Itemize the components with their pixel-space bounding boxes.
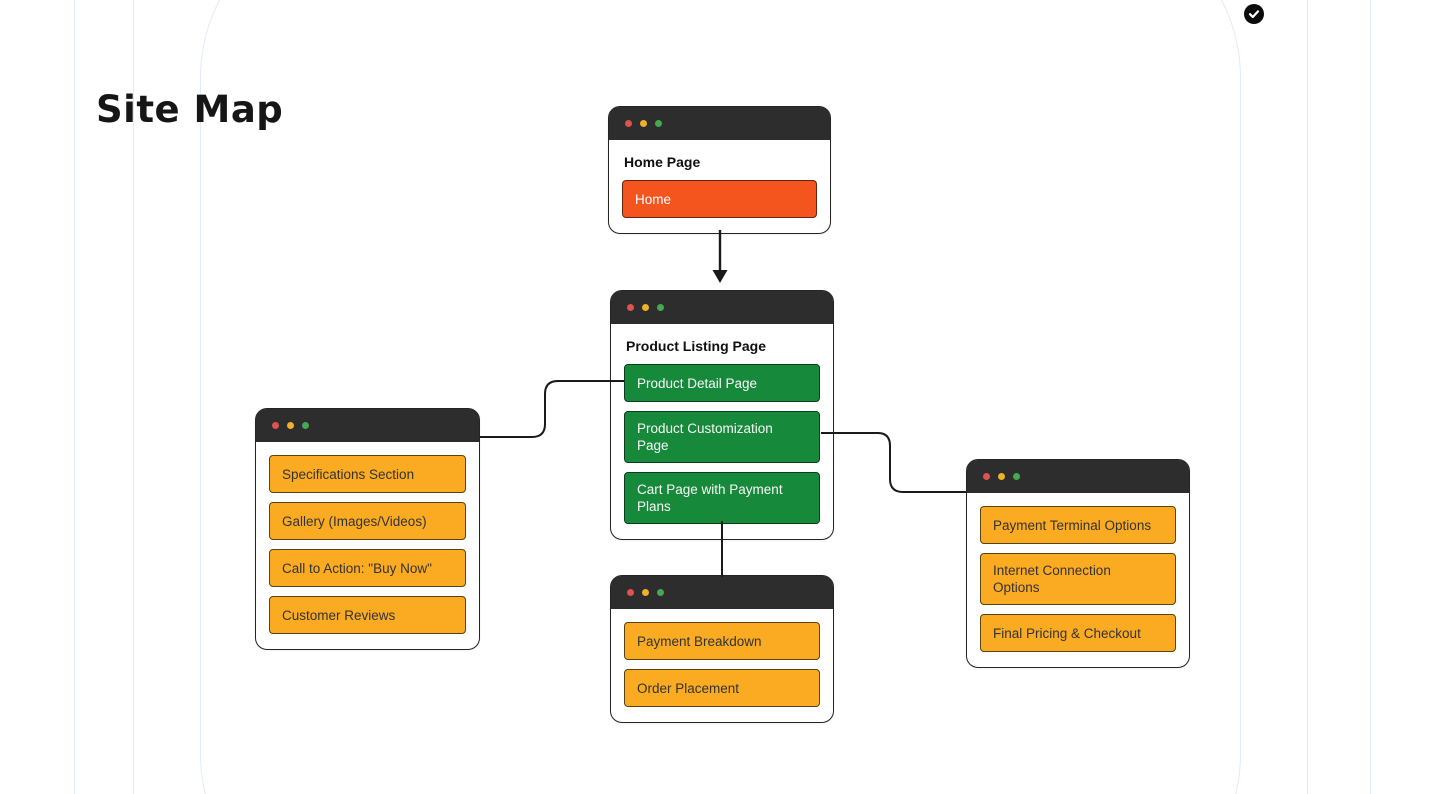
node-order-placement[interactable]: Order Placement: [624, 669, 820, 707]
green-dot-icon: [1013, 473, 1020, 480]
browser-chrome-bar: [611, 291, 833, 324]
green-dot-icon: [657, 589, 664, 596]
node-specifications-section[interactable]: Specifications Section: [269, 455, 466, 493]
node-call-to-action[interactable]: Call to Action: "Buy Now": [269, 549, 466, 587]
node-home[interactable]: Home: [622, 180, 817, 218]
amber-dot-icon: [998, 473, 1005, 480]
card-customization-sections[interactable]: Payment Terminal Options Internet Connec…: [966, 459, 1190, 668]
background-guide-line: [74, 0, 75, 794]
red-dot-icon: [625, 120, 632, 127]
browser-chrome-bar: [967, 460, 1189, 493]
green-dot-icon: [657, 304, 664, 311]
card-title: Home Page: [624, 154, 701, 170]
node-payment-terminal-options[interactable]: Payment Terminal Options: [980, 506, 1176, 544]
check-icon[interactable]: [1244, 4, 1264, 24]
background-guide-line: [133, 0, 134, 794]
amber-dot-icon: [640, 120, 647, 127]
amber-dot-icon: [287, 422, 294, 429]
green-dot-icon: [655, 120, 662, 127]
page-title: Site Map: [96, 88, 284, 131]
red-dot-icon: [983, 473, 990, 480]
card-product-detail-sections[interactable]: Specifications Section Gallery (Images/V…: [255, 408, 480, 650]
card-product-listing-page[interactable]: Product Listing Page Product Detail Page…: [610, 290, 834, 540]
card-home-page[interactable]: Home Page Home: [608, 106, 831, 234]
browser-chrome-bar: [611, 576, 833, 609]
amber-dot-icon: [642, 589, 649, 596]
node-internet-connection-options[interactable]: Internet Connection Options: [980, 553, 1176, 605]
browser-chrome-bar: [609, 107, 830, 140]
node-payment-breakdown[interactable]: Payment Breakdown: [624, 622, 820, 660]
card-cart-sections[interactable]: Payment Breakdown Order Placement: [610, 575, 834, 723]
green-dot-icon: [302, 422, 309, 429]
background-guide-line: [1370, 0, 1371, 794]
node-customer-reviews[interactable]: Customer Reviews: [269, 596, 466, 634]
node-product-detail-page[interactable]: Product Detail Page: [624, 364, 820, 402]
background-guide-line: [1307, 0, 1308, 794]
red-dot-icon: [627, 589, 634, 596]
node-final-pricing-checkout[interactable]: Final Pricing & Checkout: [980, 614, 1176, 652]
red-dot-icon: [272, 422, 279, 429]
node-product-customization-page[interactable]: Product Customization Page: [624, 411, 820, 463]
background-rounded-frame: [200, 0, 1241, 794]
red-dot-icon: [627, 304, 634, 311]
amber-dot-icon: [642, 304, 649, 311]
card-title: Product Listing Page: [626, 338, 767, 354]
node-cart-page[interactable]: Cart Page with Payment Plans: [624, 472, 820, 524]
node-gallery[interactable]: Gallery (Images/Videos): [269, 502, 466, 540]
browser-chrome-bar: [256, 409, 479, 442]
